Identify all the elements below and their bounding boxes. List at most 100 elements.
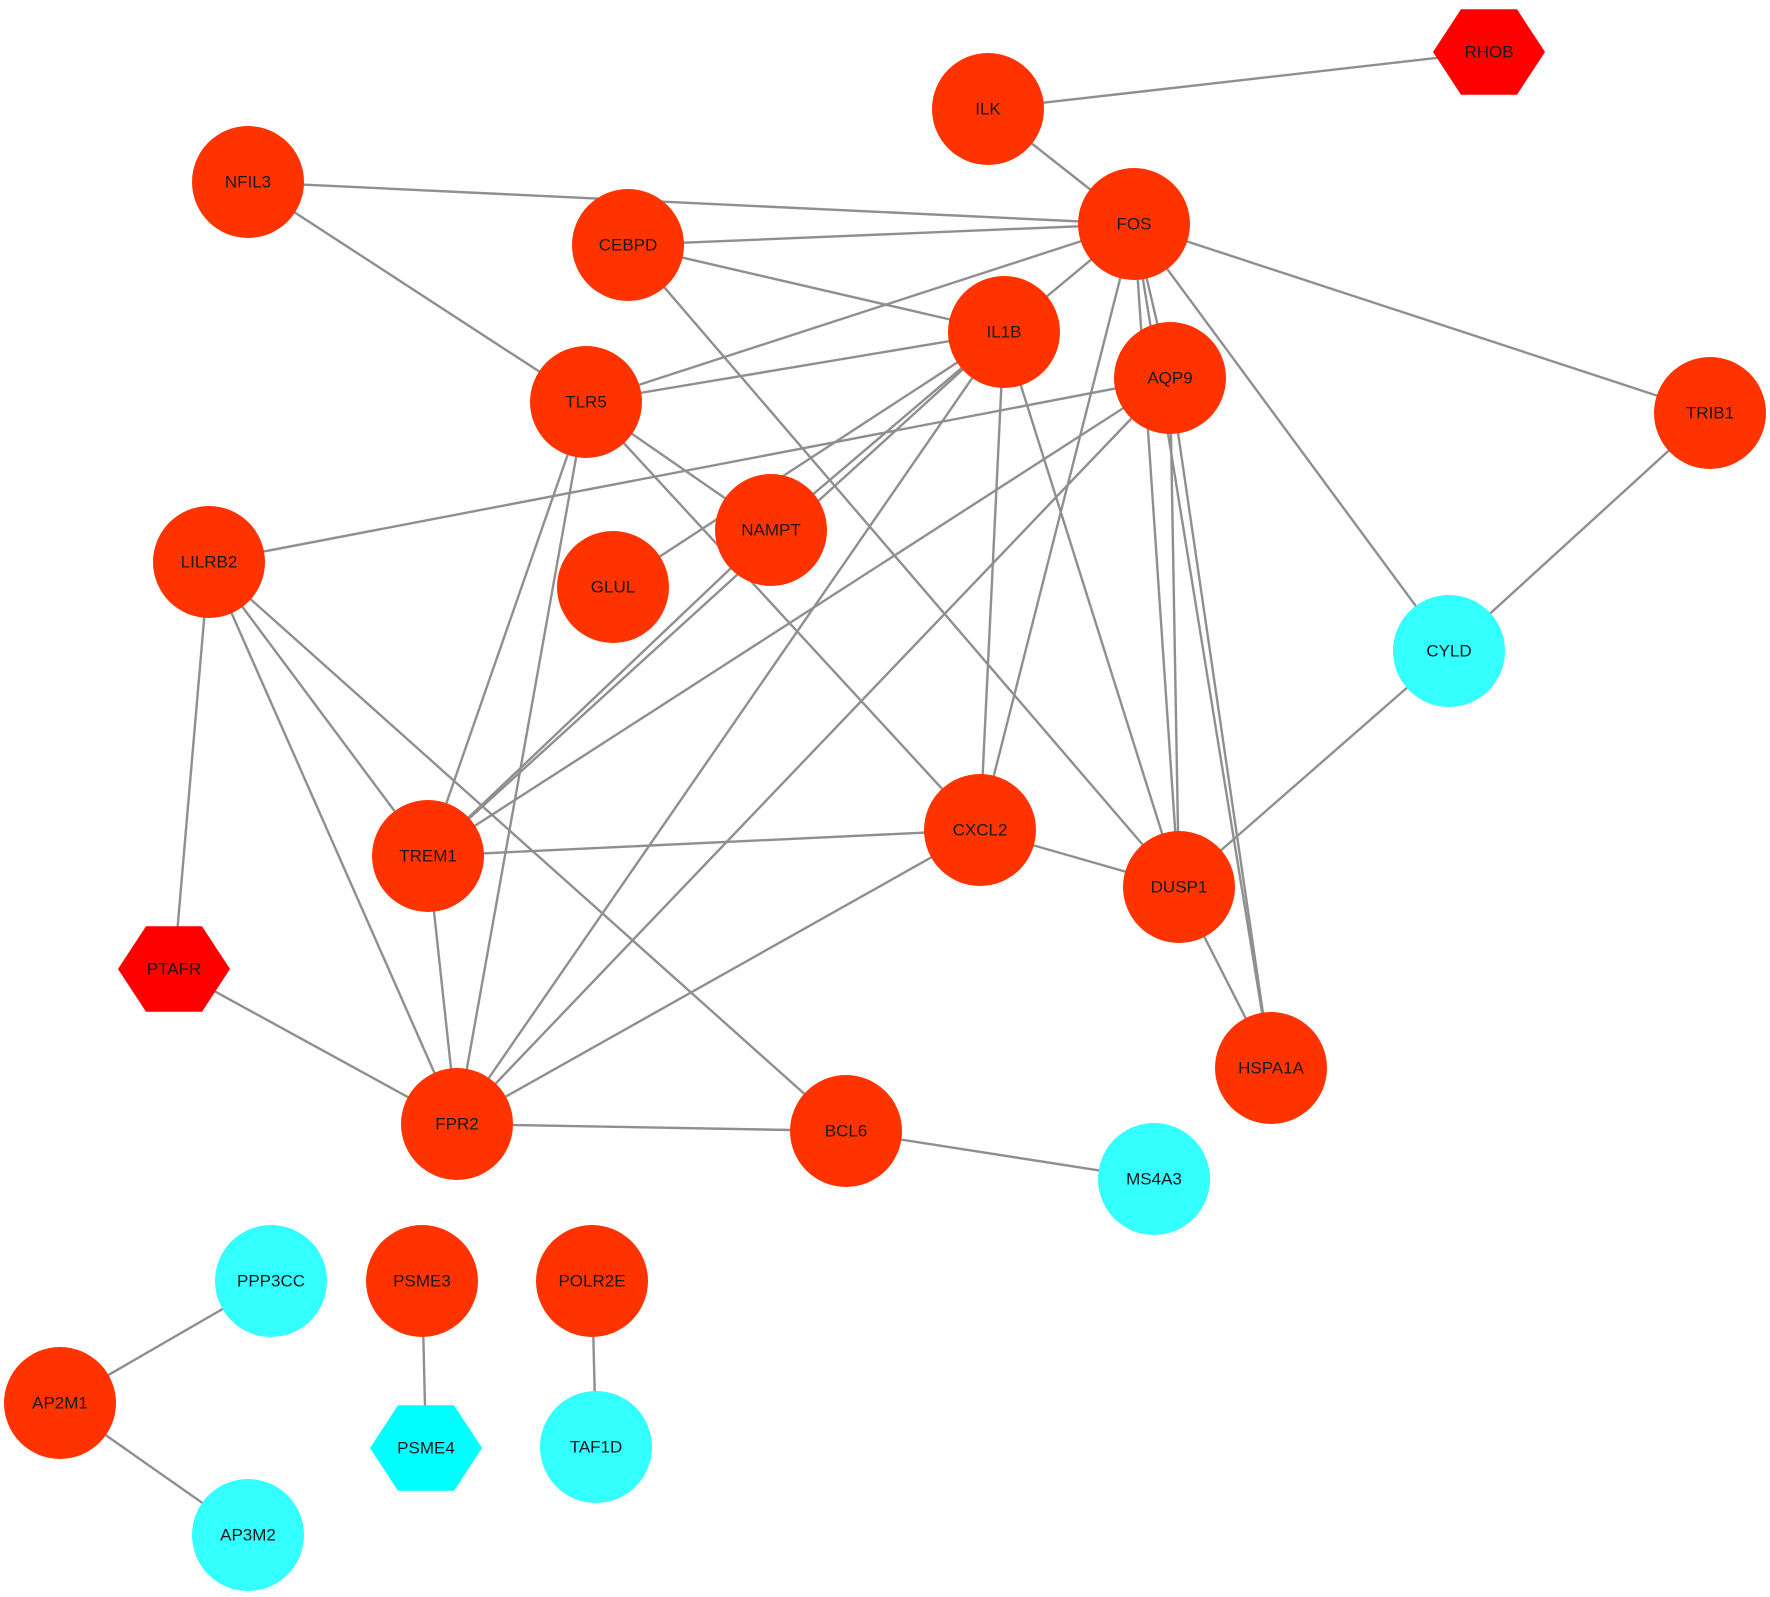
node-label: PSME3	[393, 1272, 451, 1291]
edge-tlr5-cxcl2	[585, 401, 981, 831]
node-dusp1[interactable]: DUSP1	[1123, 831, 1235, 943]
node-trib1[interactable]: TRIB1	[1654, 357, 1766, 469]
node-psme4[interactable]: PSME4	[370, 1405, 482, 1491]
node-fpr2[interactable]: FPR2	[401, 1068, 513, 1180]
node-circle-shape	[536, 1225, 648, 1337]
edge-fos-cxcl2	[978, 223, 1136, 831]
node-label: TLR5	[565, 393, 607, 412]
edge-fos-cyld	[1133, 223, 1450, 652]
edge-fpr2-bcl6	[456, 1122, 847, 1133]
edge-cyld-dusp1	[1178, 650, 1450, 888]
edge-aqp9-dusp1	[1168, 377, 1181, 888]
node-trem1[interactable]: TREM1	[372, 800, 484, 912]
node-ppp3cc[interactable]: PPP3CC	[215, 1225, 327, 1337]
node-circle-shape	[1215, 1012, 1327, 1124]
edge-tlr5-fpr2	[455, 401, 588, 1125]
node-circle-shape	[1393, 595, 1505, 707]
node-hexagon-shape	[370, 1405, 482, 1491]
node-label: CYLD	[1426, 642, 1471, 661]
node-hexagon-shape	[118, 926, 230, 1012]
edge-cebpd-fos	[627, 222, 1135, 247]
node-label: RHOB	[1464, 43, 1513, 62]
edge-cebpd-il1b	[627, 243, 1005, 334]
node-circle-shape	[401, 1068, 513, 1180]
edge-cebpd-dusp1	[627, 244, 1180, 888]
node-ap2m1[interactable]: AP2M1	[4, 1347, 116, 1459]
node-rhob[interactable]: RHOB	[1433, 9, 1545, 95]
node-label: TAF1D	[570, 1438, 623, 1457]
node-ptafr[interactable]: PTAFR	[118, 926, 230, 1012]
edge-cxcl2-fpr2	[456, 828, 981, 1126]
node-label: FOS	[1117, 215, 1152, 234]
node-hexagon-shape	[1433, 9, 1545, 95]
edge-il1b-glul	[612, 330, 1005, 589]
node-label: CXCL2	[953, 821, 1008, 840]
node-ilk[interactable]: ILK	[932, 53, 1044, 165]
node-circle-shape	[715, 474, 827, 586]
node-circle-shape	[540, 1391, 652, 1503]
edge-aqp9-fpr2	[456, 377, 1171, 1125]
node-polr2e[interactable]: POLR2E	[536, 1225, 648, 1337]
node-label: AP3M2	[220, 1526, 276, 1545]
node-circle-shape	[1098, 1123, 1210, 1235]
node-label: AQP9	[1147, 369, 1192, 388]
node-lilrb2[interactable]: LILRB2	[153, 506, 265, 618]
node-aqp9[interactable]: AQP9	[1114, 322, 1226, 434]
node-taf1d[interactable]: TAF1D	[540, 1391, 652, 1503]
node-label: IL1B	[987, 323, 1022, 342]
node-cebpd[interactable]: CEBPD	[572, 189, 684, 301]
node-ap3m2[interactable]: AP3M2	[192, 1479, 304, 1591]
node-cxcl2[interactable]: CXCL2	[924, 774, 1036, 886]
node-circle-shape	[1654, 357, 1766, 469]
node-cyld[interactable]: CYLD	[1393, 595, 1505, 707]
node-circle-shape	[924, 774, 1036, 886]
edge-nfil3-tlr5	[247, 180, 587, 404]
node-hspa1a[interactable]: HSPA1A	[1215, 1012, 1327, 1124]
node-label: TREM1	[399, 847, 457, 866]
node-tlr5[interactable]: TLR5	[530, 346, 642, 458]
node-circle-shape	[557, 531, 669, 643]
node-bcl6[interactable]: BCL6	[790, 1075, 902, 1187]
node-glul[interactable]: GLUL	[557, 531, 669, 643]
edge-fos-tlr5	[585, 222, 1135, 404]
edge-cxcl2-trem1	[427, 828, 981, 858]
node-circle-shape	[153, 506, 265, 618]
node-label: PSME4	[397, 1439, 455, 1458]
node-fos[interactable]: FOS	[1078, 168, 1190, 280]
edge-il1b-dusp1	[1002, 331, 1181, 888]
node-label: BCL6	[825, 1122, 868, 1141]
edge-lilrb2-bcl6	[208, 561, 847, 1132]
node-label: TRIB1	[1686, 404, 1734, 423]
node-label: NAMPT	[741, 521, 801, 540]
edge-il1b-cxcl2	[978, 331, 1006, 831]
node-label: ILK	[975, 100, 1001, 119]
edge-il1b-tlr5	[585, 330, 1005, 404]
node-label: POLR2E	[558, 1272, 625, 1291]
node-nampt[interactable]: NAMPT	[715, 474, 827, 586]
edge-tlr5-trem1	[426, 401, 588, 857]
node-label: DUSP1	[1151, 878, 1208, 897]
node-psme3[interactable]: PSME3	[366, 1225, 478, 1337]
node-circle-shape	[4, 1347, 116, 1459]
edge-rhob-ilk	[987, 50, 1490, 111]
node-label: GLUL	[591, 578, 635, 597]
edges-layer	[59, 50, 1711, 1536]
edge-il1b-fpr2	[456, 331, 1005, 1125]
node-label: LILRB2	[181, 553, 238, 572]
node-label: FPR2	[435, 1115, 478, 1134]
node-ms4a3[interactable]: MS4A3	[1098, 1123, 1210, 1235]
node-circle-shape	[932, 53, 1044, 165]
node-nfil3[interactable]: NFIL3	[192, 126, 304, 238]
node-circle-shape	[192, 1479, 304, 1591]
node-circle-shape	[372, 800, 484, 912]
edge-lilrb2-fpr2	[207, 561, 459, 1125]
node-label: AP2M1	[32, 1394, 88, 1413]
node-circle-shape	[192, 126, 304, 238]
edge-nampt-trem1	[427, 529, 772, 857]
node-il1b[interactable]: IL1B	[948, 276, 1060, 388]
node-circle-shape	[948, 276, 1060, 388]
node-label: HSPA1A	[1238, 1059, 1304, 1078]
edge-trib1-cyld	[1448, 412, 1711, 652]
